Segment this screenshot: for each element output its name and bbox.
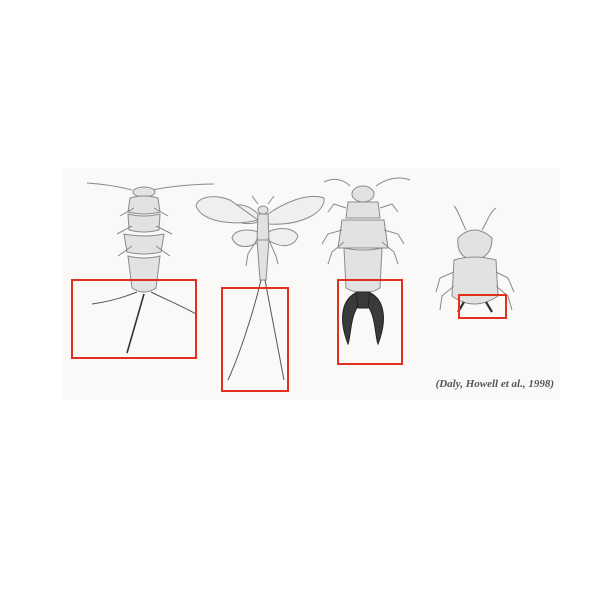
silverfish-illustration: [86, 182, 215, 354]
mayfly-illustration: [195, 195, 325, 381]
insect-cerci-figure: (Daly, Howell et al., 1998): [62, 168, 560, 400]
highlight-boxes: [71, 279, 507, 392]
cockroach-cerci-highlight: [458, 294, 507, 319]
cockroach-illustration: [435, 205, 515, 313]
earwig-illustration: [321, 177, 411, 346]
mayfly-cerci-highlight: [221, 287, 289, 392]
figure-citation: (Daly, Howell et al., 1998): [435, 378, 554, 390]
silverfish-cerci-highlight: [71, 279, 197, 359]
earwig-forceps-highlight: [337, 279, 403, 365]
insect-illustrations: [71, 177, 515, 392]
